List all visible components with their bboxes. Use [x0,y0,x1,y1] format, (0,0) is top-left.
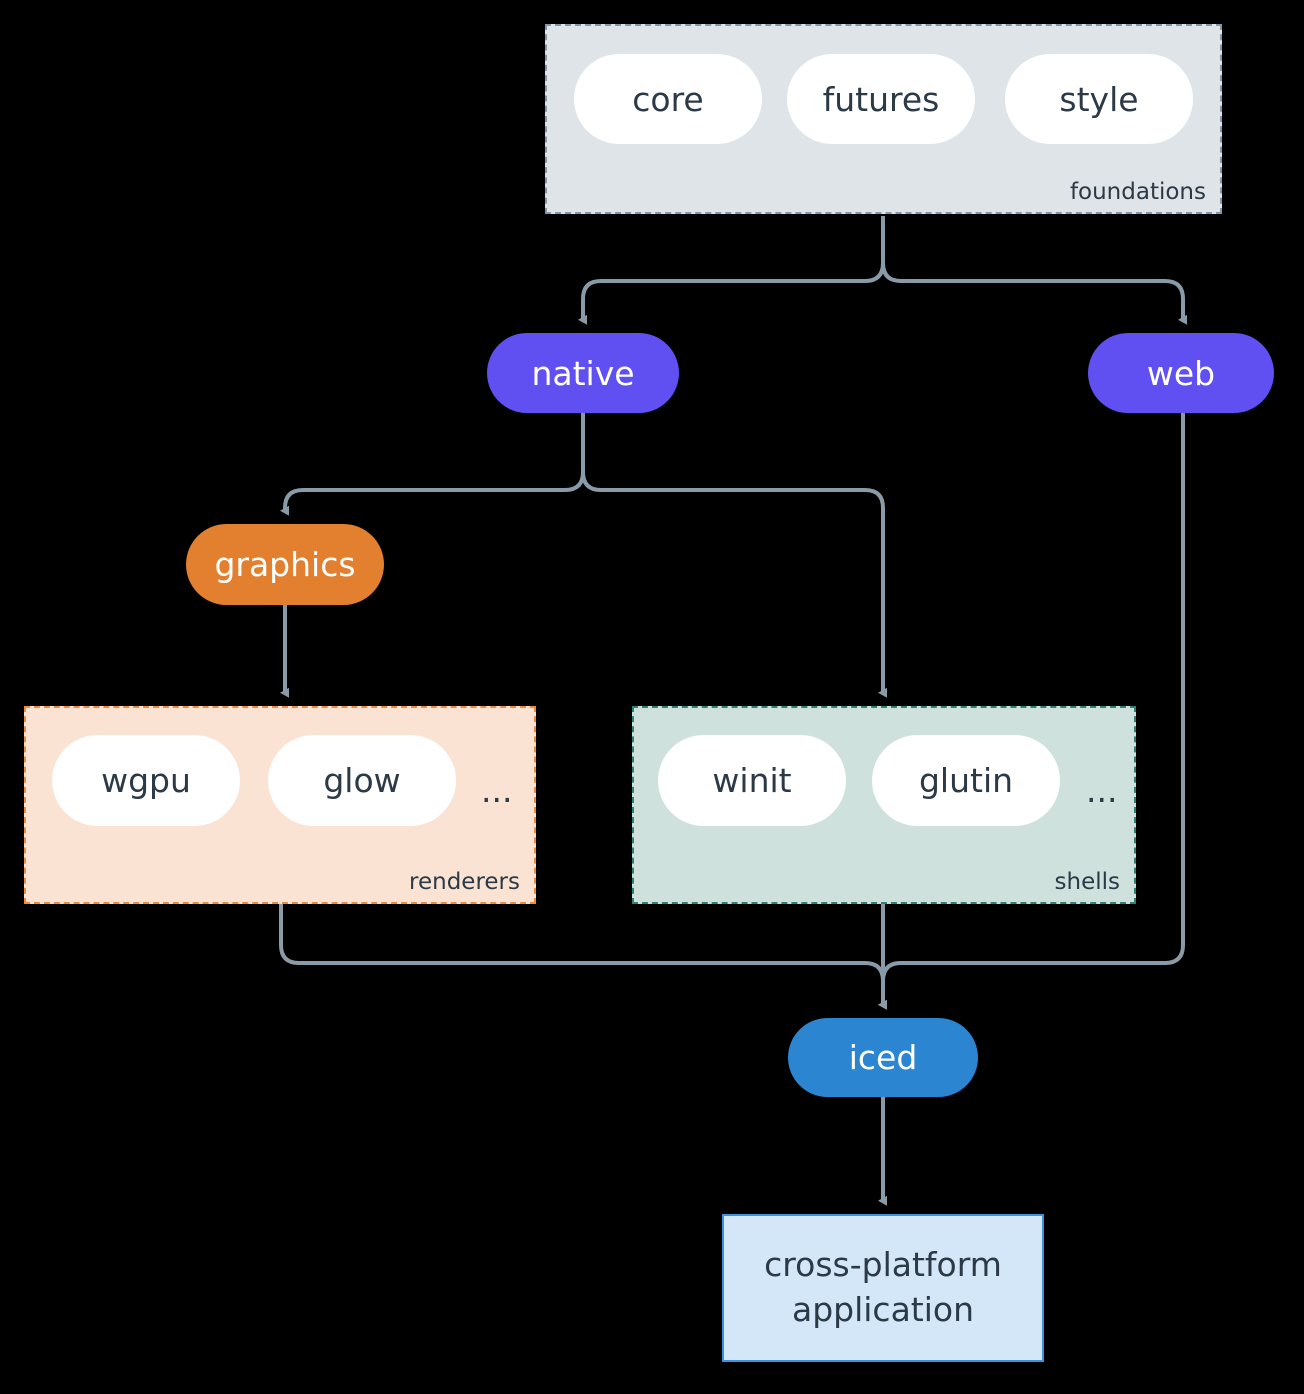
edge-native-shells [581,413,887,698]
node-winit[interactable]: winit [658,735,846,826]
node-glow[interactable]: glow [268,735,456,826]
cluster-renderers[interactable]: wgpu glow ... renderers [24,706,536,904]
node-cross-platform-application[interactable]: cross-platform application [722,1214,1044,1362]
node-futures[interactable]: futures [787,54,975,144]
node-web[interactable]: web [1088,333,1274,413]
node-core[interactable]: core [574,54,762,144]
shells-ellipsis: ... [1086,771,1118,810]
cluster-shells[interactable]: winit glutin ... shells [632,706,1136,904]
cluster-shells-label: shells [1054,869,1120,895]
cluster-foundations-label: foundations [1069,179,1206,205]
node-graphics[interactable]: graphics [186,524,384,605]
edge-foundations-native [578,216,885,325]
cluster-foundations[interactable]: core futures style foundations [545,24,1222,214]
node-glutin[interactable]: glutin [872,735,1060,826]
cluster-renderers-label: renderers [409,869,520,895]
node-style[interactable]: style [1005,54,1193,144]
application-line-2: application [791,1290,975,1329]
node-native[interactable]: native [487,333,679,413]
application-line-1: cross-platform [764,1245,1002,1285]
renderers-ellipsis: ... [481,771,513,810]
edge-foundations-web [881,216,1187,325]
node-iced[interactable]: iced [788,1018,978,1097]
node-wgpu[interactable]: wgpu [52,735,240,826]
edge-renderers-iced [279,904,887,1010]
edge-native-graphics [280,413,585,516]
